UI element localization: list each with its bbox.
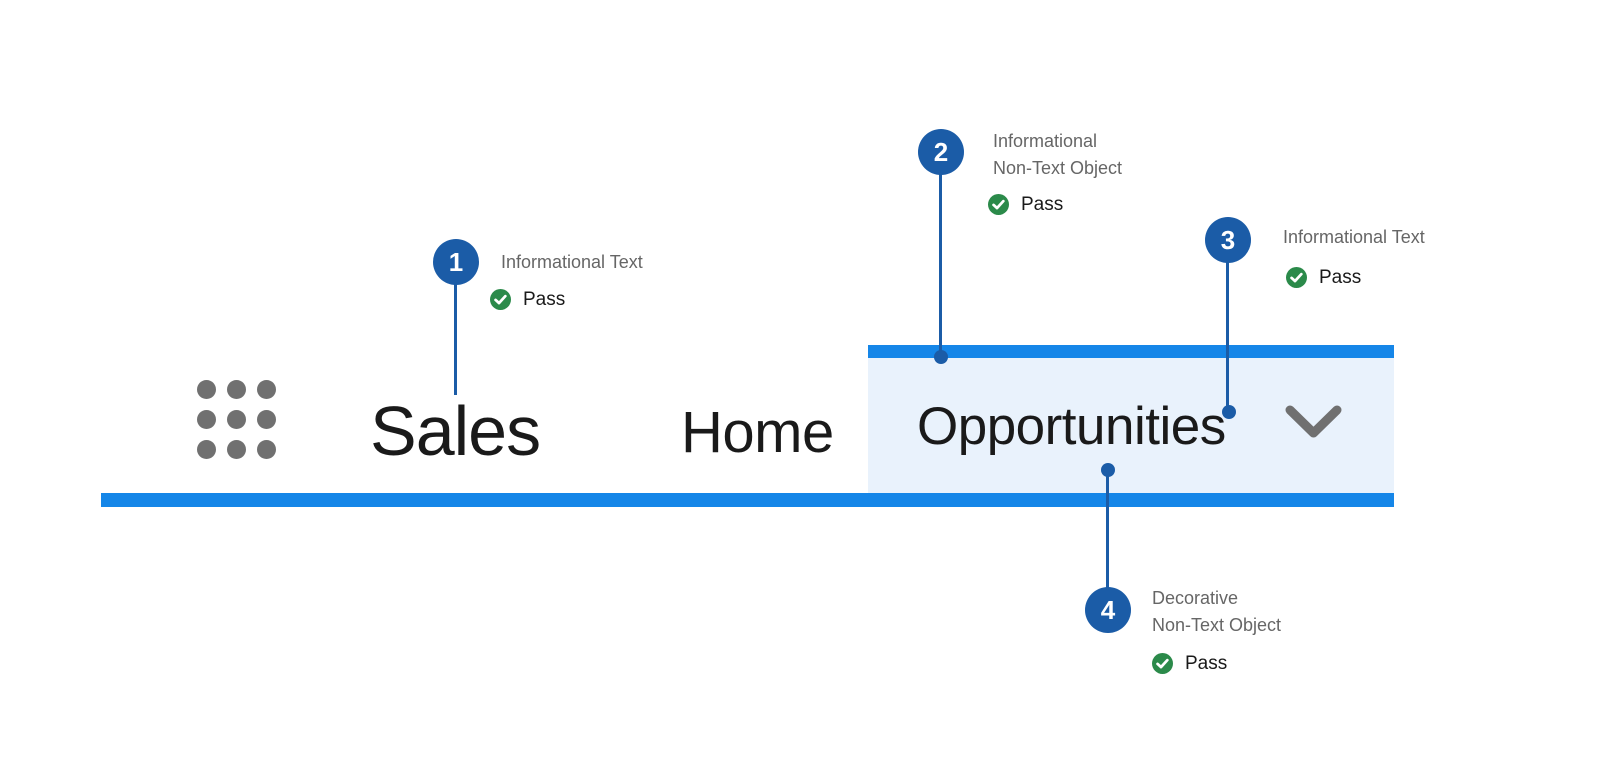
callout-2-connector-line	[939, 173, 942, 357]
callout-4-label: Decorative Non-Text Object	[1152, 588, 1282, 635]
callout-2-number: 2	[933, 136, 949, 167]
callout-3-label: Informational Text	[1283, 227, 1425, 247]
nav-item-opportunities[interactable]: Opportunities	[868, 345, 1394, 493]
callout-1-marker: 1	[433, 239, 479, 285]
callout-4-status: Pass	[1152, 653, 1227, 674]
chevron-down-icon[interactable]	[1285, 405, 1342, 439]
app-name-text: Sales	[370, 392, 541, 470]
nav-accent-bar	[101, 493, 1394, 507]
status-text: Pass	[1319, 267, 1362, 288]
callout-4-number: 4	[1100, 594, 1116, 625]
callout-1-number: 1	[448, 246, 464, 277]
nav-item-home[interactable]: Home	[681, 400, 834, 465]
callout-2-label: Informational Non-Text Object	[993, 131, 1123, 178]
callout-3-number: 3	[1220, 224, 1236, 255]
callout-2-marker: 2	[918, 129, 964, 175]
callout-1-status: Pass	[490, 289, 565, 310]
waffle-icon[interactable]	[197, 380, 276, 459]
callout-4-connector-line	[1106, 470, 1109, 588]
callout-3-connector-line	[1226, 260, 1229, 408]
callout-2-status: Pass	[988, 194, 1063, 215]
callout-2-endpoint-dot	[934, 350, 948, 364]
callout-1-label: Informational Text	[501, 252, 643, 272]
callout-3-marker: 3	[1205, 217, 1251, 263]
callout-1-connector-line	[454, 283, 457, 395]
status-text: Pass	[1185, 653, 1228, 674]
nav-item-opportunities-label: Opportunities	[917, 397, 1226, 456]
check-icon	[988, 194, 1009, 215]
status-text: Pass	[1021, 194, 1064, 215]
callout-3-endpoint-dot	[1222, 405, 1236, 419]
check-icon	[490, 289, 511, 310]
status-text: Pass	[523, 289, 566, 310]
callout-4-marker: 4	[1085, 587, 1131, 633]
check-icon	[1286, 267, 1307, 288]
check-icon	[1152, 653, 1173, 674]
callout-3-status: Pass	[1286, 267, 1361, 288]
